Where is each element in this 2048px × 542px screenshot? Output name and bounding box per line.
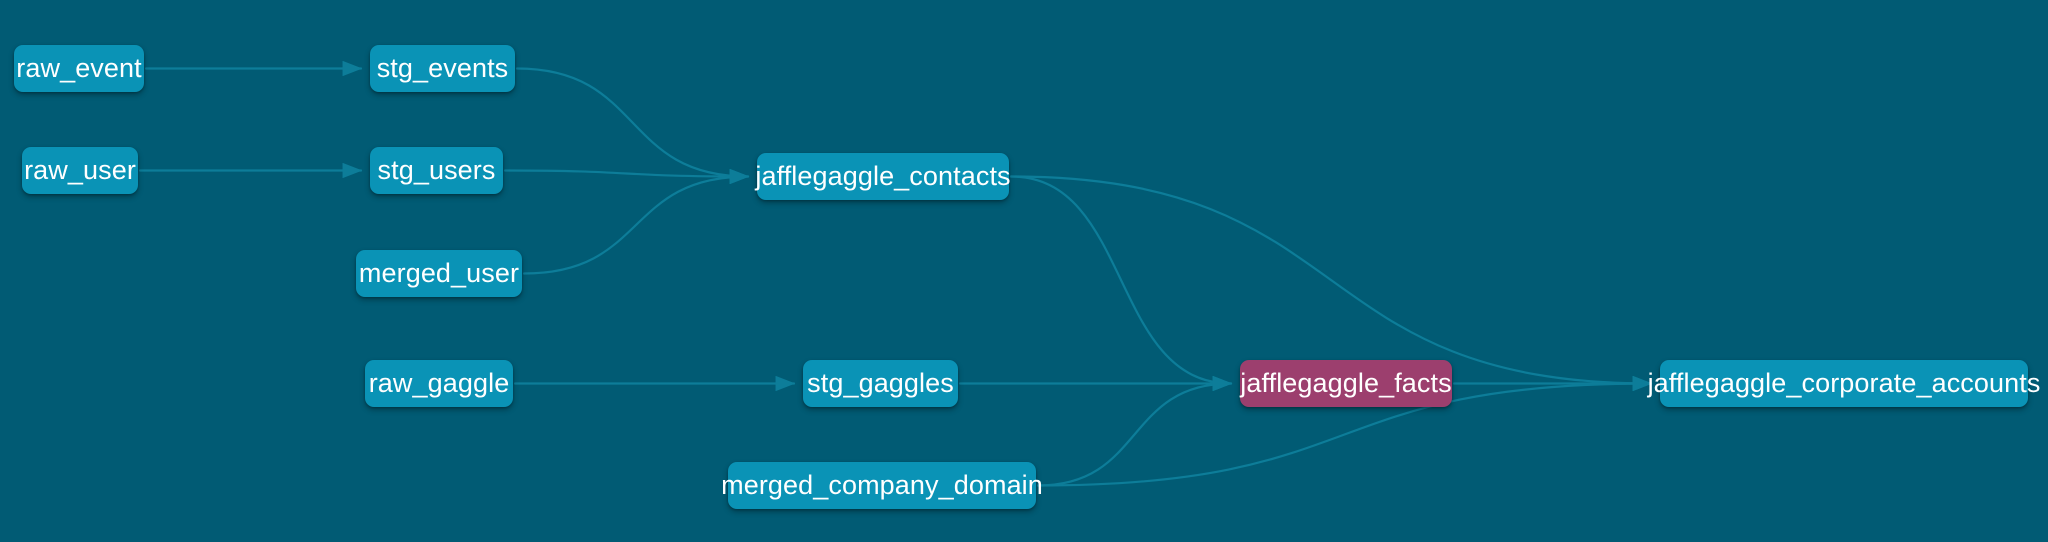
node-label: raw_user (24, 155, 136, 185)
edge-jafflegaggle_contacts-to-jafflegaggle_facts (1009, 175, 1233, 392)
edge-stg_events-to-jafflegaggle_contacts (515, 67, 750, 185)
edge-stg_users-to-jafflegaggle_contacts (503, 168, 750, 185)
node-label: raw_event (16, 53, 142, 83)
node-label: raw_gaggle (368, 368, 510, 398)
node-raw_gaggle[interactable]: raw_gaggle (365, 360, 513, 407)
node-stg_gaggles[interactable]: stg_gaggles (803, 360, 958, 407)
node-stg_users[interactable]: stg_users (370, 147, 503, 194)
node-label: merged_company_domain (721, 470, 1043, 500)
edge-jafflegaggle_contacts-to-jafflegaggle_corporate_accounts (1009, 175, 1653, 392)
node-merged_user[interactable]: merged_user (356, 250, 522, 297)
node-stg_events[interactable]: stg_events (370, 45, 515, 92)
node-label: jafflegaggle_facts (1240, 368, 1452, 398)
node-jafflegaggle_facts[interactable]: jafflegaggle_facts (1240, 360, 1452, 407)
node-raw_user[interactable]: raw_user (22, 147, 138, 194)
node-merged_company_domain[interactable]: merged_company_domain (721, 462, 1043, 509)
node-label: jafflegaggle_corporate_accounts (1647, 368, 2041, 398)
edge-merged_user-to-jafflegaggle_contacts (522, 168, 750, 275)
node-label: stg_gaggles (807, 368, 954, 398)
edge-merged_company_domain-to-jafflegaggle_facts (1036, 375, 1233, 487)
node-raw_event[interactable]: raw_event (14, 45, 144, 92)
node-label: jafflegaggle_contacts (755, 161, 1011, 191)
node-label: stg_users (377, 155, 496, 185)
node-label: merged_user (358, 258, 520, 288)
node-jafflegaggle_contacts[interactable]: jafflegaggle_contacts (755, 153, 1011, 200)
node-label: stg_events (376, 53, 509, 83)
node-jafflegaggle_corporate_accounts[interactable]: jafflegaggle_corporate_accounts (1648, 360, 2040, 407)
